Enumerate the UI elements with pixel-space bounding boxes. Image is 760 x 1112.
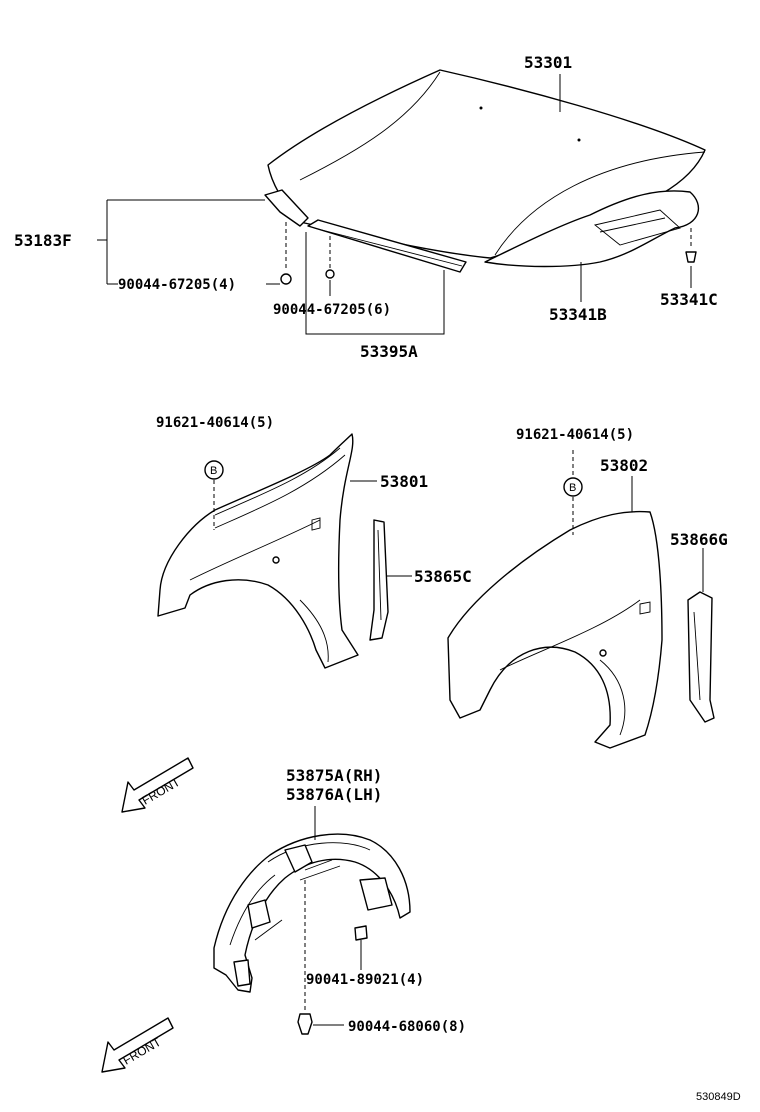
fender-right	[447, 510, 663, 749]
fender-seal-left	[369, 519, 389, 641]
callout-b-right: B	[569, 482, 576, 494]
fender-left	[157, 433, 359, 669]
label-fender-left: 53801	[380, 472, 428, 491]
callout-b-left-circle	[204, 460, 224, 480]
label-fender-screw-right: 91621-40614(5)	[516, 427, 634, 443]
label-liner-rh: 53875A(RH)	[286, 766, 382, 785]
hood-hinge	[264, 189, 309, 285]
leader-hinge	[97, 199, 265, 285]
label-liner-clip: 90041-89021(4)	[306, 972, 424, 988]
diagram-code: 530849D	[696, 1091, 741, 1103]
label-hood: 53301	[524, 53, 572, 72]
label-hood-nut-left: 90044-67205(4)	[118, 277, 236, 293]
label-hood-insulator: 53341B	[549, 305, 607, 324]
leader-seal	[305, 232, 445, 335]
label-hood-hinge: 53183F	[14, 231, 72, 250]
hood-seal	[307, 219, 467, 279]
callout-b-right-circle	[563, 477, 583, 497]
label-hood-seal: 53395A	[360, 342, 418, 361]
label-hood-nut-center: 90044-67205(6)	[273, 302, 391, 318]
front-arrow-upper: FRONT	[121, 757, 194, 813]
label-fender-right: 53802	[600, 456, 648, 475]
hood-clip	[685, 228, 697, 263]
label-hood-clip: 53341C	[660, 290, 718, 309]
callout-b-left: B	[210, 465, 217, 477]
fender-seal-right	[687, 591, 715, 723]
hood-insulator	[484, 190, 700, 268]
label-fender-screw-left: 91621-40614(5)	[156, 415, 274, 431]
liner-screw	[297, 880, 344, 1035]
fender-liner	[213, 833, 411, 993]
label-liner-screw: 90044-68060(8)	[348, 1019, 466, 1035]
label-fender-seal-right: 53866G	[670, 530, 728, 549]
label-liner-lh: 53876A(LH)	[286, 785, 382, 804]
label-fender-seal-left: 53865C	[414, 567, 472, 586]
front-arrow-lower: FRONT	[101, 1017, 174, 1073]
liner-clip	[354, 925, 368, 970]
